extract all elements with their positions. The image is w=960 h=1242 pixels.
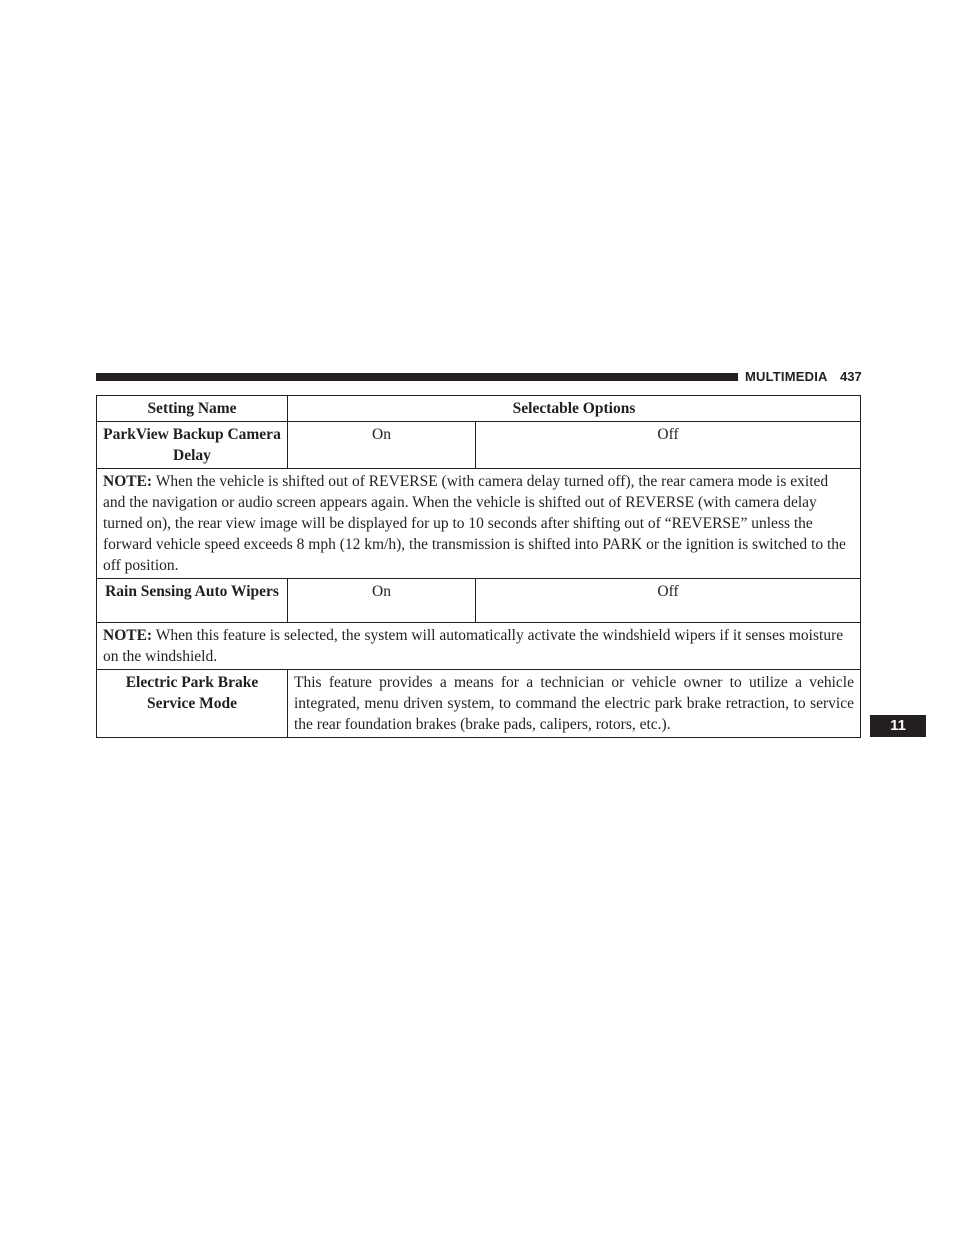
chapter-tab: 11 bbox=[870, 715, 926, 737]
table-row: Rain Sensing Auto Wipers On Off bbox=[96, 578, 861, 623]
option-off: Off bbox=[475, 421, 861, 469]
header-rule bbox=[96, 373, 738, 381]
note-text: When this feature is selected, the syste… bbox=[103, 627, 844, 665]
setting-name: Electric Park Brake Service Mode bbox=[96, 669, 288, 738]
settings-table: Setting Name Selectable Options ParkView… bbox=[96, 395, 861, 738]
note: NOTE: When the vehicle is shifted out of… bbox=[96, 468, 861, 579]
setting-name: ParkView Backup Camera Delay bbox=[96, 421, 288, 469]
note-label: NOTE: bbox=[103, 473, 153, 490]
section-title: MULTIMEDIA bbox=[745, 369, 828, 384]
setting-name: Rain Sensing Auto Wipers bbox=[96, 578, 288, 623]
table-row: Electric Park Brake Service Mode This fe… bbox=[96, 669, 861, 738]
note-label: NOTE: bbox=[103, 627, 153, 644]
table-row: ParkView Backup Camera Delay On Off bbox=[96, 421, 861, 469]
column-header-selectable-options: Selectable Options bbox=[287, 395, 861, 422]
column-header-setting-name: Setting Name bbox=[96, 395, 288, 422]
note-row: NOTE: When this feature is selected, the… bbox=[96, 622, 861, 670]
option-on: On bbox=[287, 421, 476, 469]
note: NOTE: When this feature is selected, the… bbox=[96, 622, 861, 670]
table-header-row: Setting Name Selectable Options bbox=[96, 395, 861, 422]
note-row: NOTE: When the vehicle is shifted out of… bbox=[96, 468, 861, 579]
note-text: When the vehicle is shifted out of REVER… bbox=[103, 473, 846, 574]
setting-description: This feature provides a means for a tech… bbox=[287, 669, 861, 738]
option-off: Off bbox=[475, 578, 861, 623]
page-number: 437 bbox=[840, 369, 862, 384]
option-on: On bbox=[287, 578, 476, 623]
